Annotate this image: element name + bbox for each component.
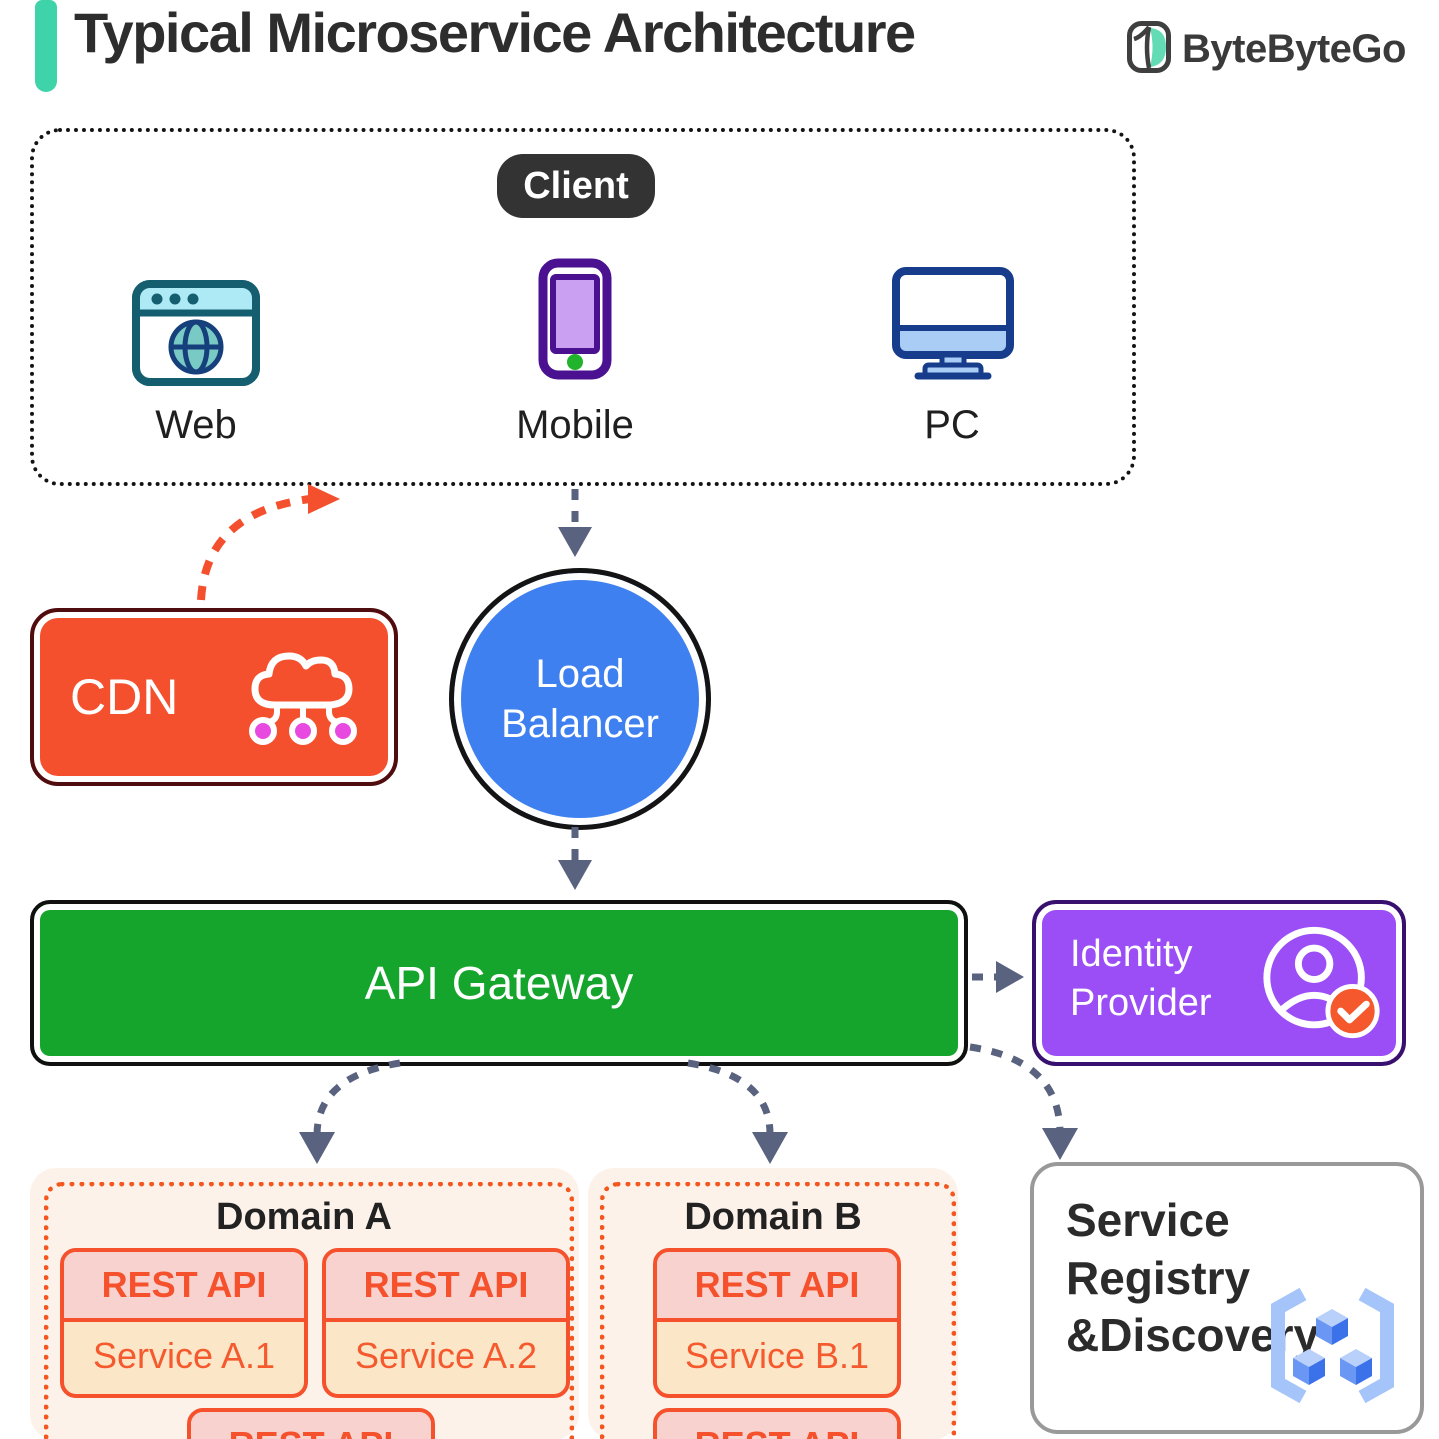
service-registry-node: Service Registry &Discovery — [1030, 1162, 1424, 1434]
cdn-node: CDN — [30, 608, 398, 786]
identity-provider-node: Identity Provider — [1032, 900, 1406, 1066]
device-label-mobile: Mobile — [516, 403, 634, 447]
service-registry-line1: Service Registry — [1066, 1194, 1251, 1304]
identity-provider-label: Identity Provider — [1070, 930, 1212, 1029]
service-card-a1: REST API Service A.1 — [60, 1248, 308, 1398]
service-card-b1: REST API Service B.1 — [653, 1248, 901, 1398]
service-card-a3-partial: REST API — [187, 1408, 435, 1439]
arrow-client-to-loadbalancer — [558, 489, 592, 557]
load-balancer-label-line2: Balancer — [501, 702, 659, 746]
brand-name: ByteByteGo — [1182, 27, 1406, 71]
cdn-label: CDN — [70, 669, 179, 725]
title-accent-bar — [35, 0, 57, 92]
service-label: Service B.1 — [684, 1335, 870, 1376]
domain-b-title: Domain B — [684, 1196, 862, 1238]
cloud-network-icon — [241, 642, 366, 752]
arrow-loadbalancer-to-gateway — [558, 827, 592, 890]
identity-provider-line1: Identity — [1070, 933, 1193, 975]
api-gateway-label: API Gateway — [364, 957, 634, 1009]
page-title: Typical Microservice Architecture — [74, 1, 916, 64]
service-label: Service A.1 — [92, 1335, 276, 1376]
rest-api-label: REST API — [657, 1252, 897, 1322]
domain-b-border — [600, 1182, 956, 1439]
rest-api-label: REST API — [326, 1252, 566, 1322]
domain-a-border — [44, 1182, 574, 1439]
bytebytego-owl-icon — [1126, 20, 1172, 79]
cubes-registry-icon — [1265, 1287, 1400, 1410]
device-label-pc: PC — [924, 403, 980, 447]
device-label-web: Web — [155, 403, 237, 447]
arrow-cdn-to-client — [197, 484, 340, 601]
api-gateway-node: API Gateway — [30, 900, 968, 1066]
browser-icon — [131, 279, 261, 392]
arrow-gateway-to-domain-a — [299, 1059, 401, 1164]
service-card-b2-partial: REST API — [653, 1408, 901, 1439]
user-verified-icon — [1258, 920, 1386, 1049]
service-label: Service A.2 — [354, 1335, 538, 1376]
arrow-gateway-to-identity — [972, 961, 1024, 993]
domain-a-title: Domain A — [216, 1196, 392, 1238]
brand-logo: ByteByteGo — [1126, 20, 1406, 79]
load-balancer-label-line1: Load — [535, 652, 625, 696]
load-balancer-node: Load Balancer — [449, 568, 711, 830]
rest-api-label: REST API — [657, 1412, 897, 1439]
rest-api-label: REST API — [64, 1252, 304, 1322]
client-pill: Client — [497, 154, 655, 218]
mobile-phone-icon — [538, 258, 612, 385]
arrow-gateway-to-domain-b — [687, 1059, 788, 1164]
rest-api-label: REST API — [191, 1412, 431, 1439]
identity-provider-line2: Provider — [1070, 982, 1212, 1025]
desktop-monitor-icon — [891, 266, 1015, 385]
service-card-a2: REST API Service A.2 — [322, 1248, 570, 1398]
